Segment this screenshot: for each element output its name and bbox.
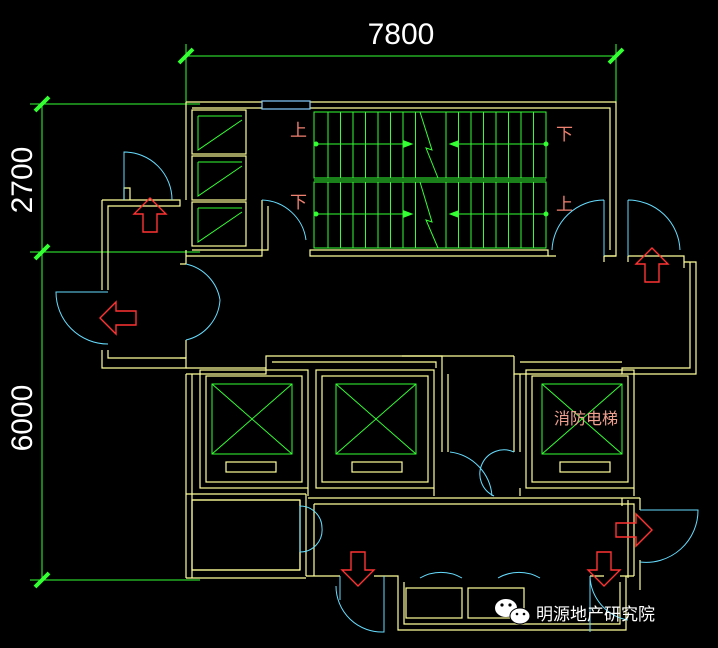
fire-elevator-label: 消防电梯	[554, 409, 618, 428]
watermark: 明源地产研究院	[495, 599, 655, 625]
dimension-lines	[30, 44, 617, 581]
exit-arrow-right	[615, 512, 653, 548]
exit-arrow-down-right	[586, 551, 622, 587]
stair-arrows	[313, 140, 549, 218]
stair-label-down: 下	[556, 125, 573, 145]
dimension-height-2700: 2700	[6, 147, 39, 214]
stair-label-up: 上	[290, 121, 307, 141]
shaft-marks	[197, 115, 243, 243]
dimension-ticks	[33, 47, 625, 589]
walls	[101, 100, 697, 631]
exit-arrow-down-corridor	[340, 551, 376, 587]
exit-arrow-up-right	[634, 247, 670, 283]
stair-label-up-lower: 上	[556, 195, 573, 215]
dimension-height-6000: 6000	[6, 385, 39, 452]
stair-treads	[327, 112, 534, 248]
watermark-text: 明源地产研究院	[536, 605, 655, 625]
exit-arrow-left	[99, 300, 137, 336]
stair-flights	[313, 111, 547, 249]
exit-arrow-up-left	[132, 197, 168, 233]
stair-label-down-lower: 下	[290, 193, 307, 213]
wechat-icon	[495, 599, 531, 625]
exit-arrows	[99, 197, 670, 587]
dimension-width-7800: 7800	[368, 18, 435, 51]
doors	[55, 151, 699, 633]
elevator-car-marks	[211, 383, 623, 455]
